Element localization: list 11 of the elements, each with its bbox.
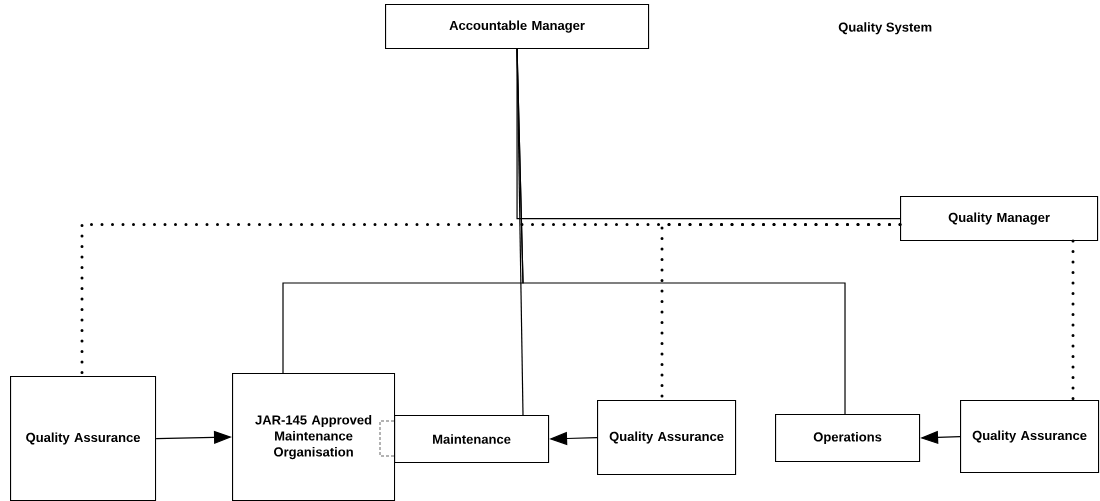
process-box: Maintenance — [379, 415, 550, 464]
process-box: Quality Assurance — [10, 376, 157, 501]
title: Quality System — [838, 22, 932, 35]
connector-line — [516, 48, 846, 415]
process-box: Quality Assurance — [597, 400, 737, 476]
process-box: Accountable Manager — [385, 4, 650, 50]
process-box: Quality Manager — [900, 196, 1099, 242]
dotted-line — [1071, 239, 1075, 402]
process-box: Quality Assurance — [960, 400, 1100, 474]
process-box: Operations — [775, 414, 921, 463]
organisation-box: JAR-145 Approved Maintenance Organisation — [232, 373, 396, 501]
